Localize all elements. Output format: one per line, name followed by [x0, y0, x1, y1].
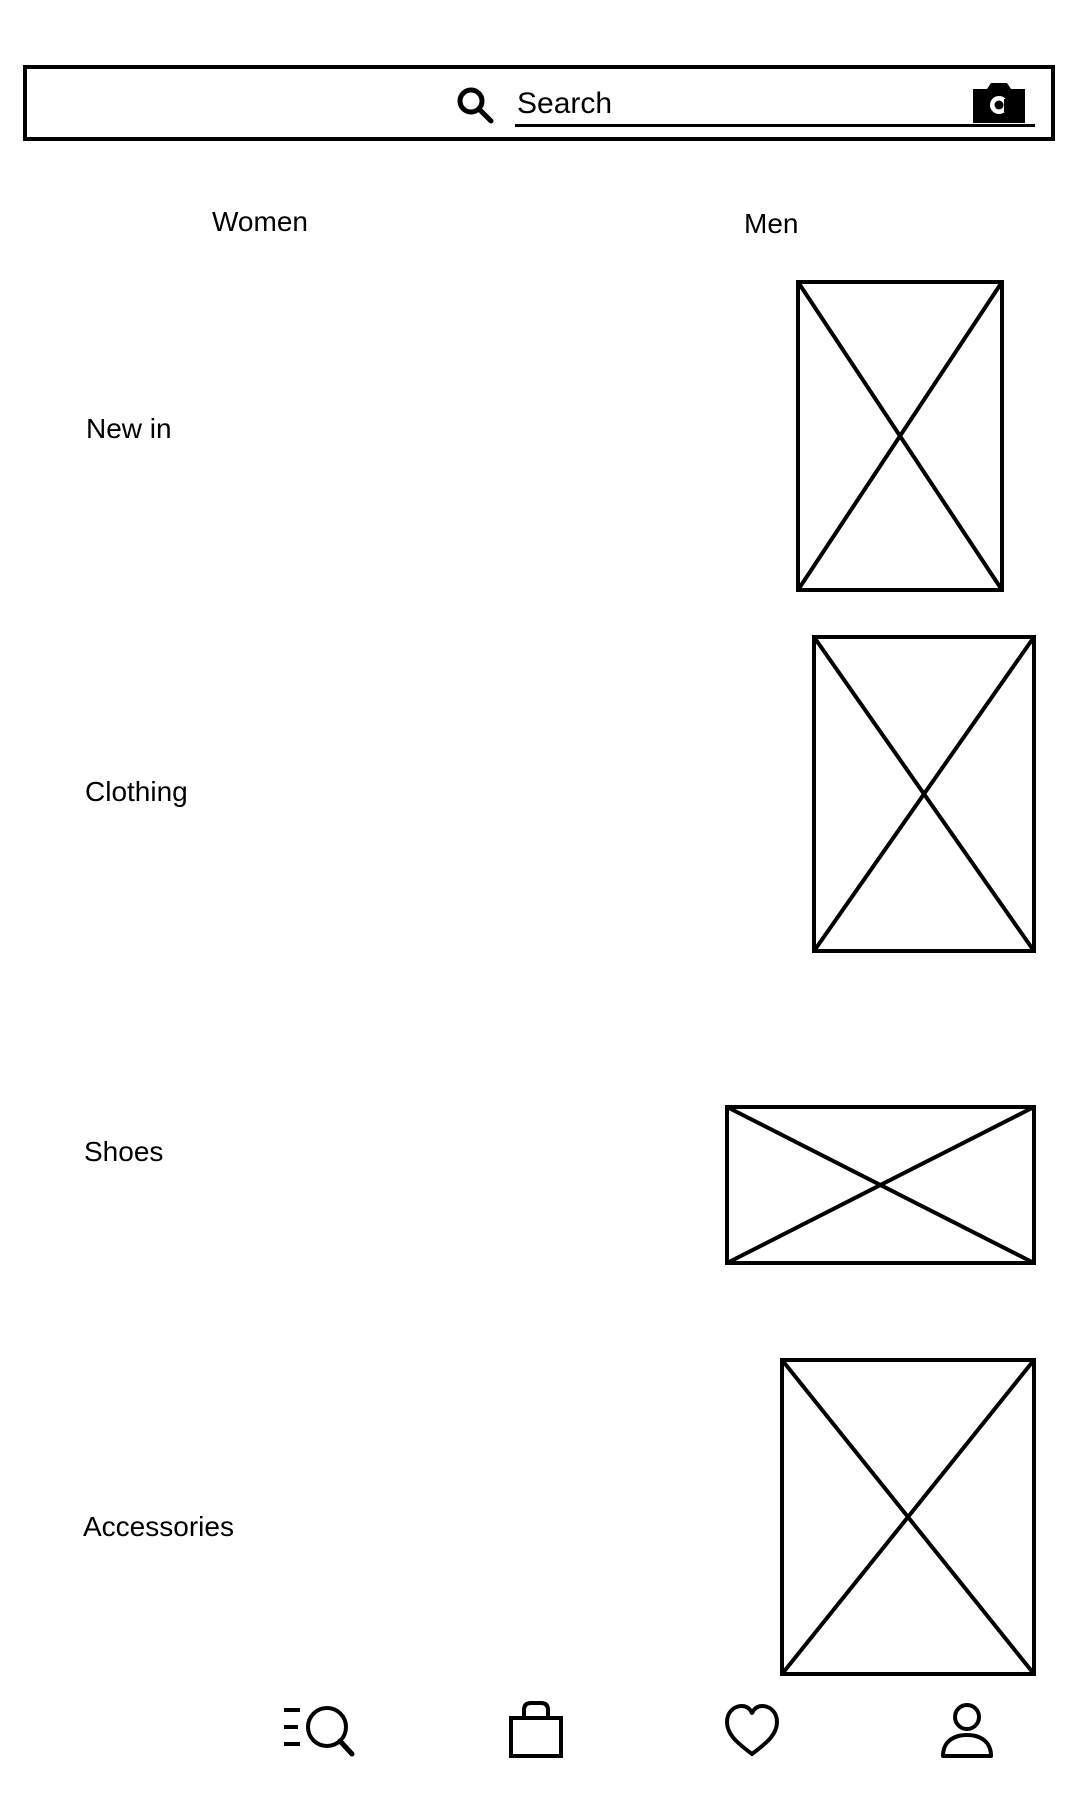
category-label: New in	[86, 413, 172, 444]
category-label: Shoes	[84, 1136, 164, 1167]
search-bar	[23, 65, 1055, 141]
search-icon[interactable]	[455, 85, 495, 125]
image-placeholder	[796, 280, 1004, 592]
bag-icon[interactable]	[494, 1700, 578, 1760]
category-label: Accessories	[83, 1511, 234, 1542]
tab-women[interactable]: Women	[212, 206, 308, 237]
bottom-nav	[0, 1690, 1080, 1770]
category-new-in[interactable]: New in	[0, 280, 1080, 595]
image-placeholder	[812, 635, 1036, 953]
browse-search-icon[interactable]	[282, 1700, 366, 1760]
tab-men[interactable]: Men	[744, 208, 799, 239]
category-shoes[interactable]: Shoes	[0, 1105, 1080, 1265]
image-placeholder	[725, 1105, 1036, 1265]
camera-icon[interactable]	[969, 81, 1029, 125]
category-accessories[interactable]: Accessories	[0, 1358, 1080, 1676]
category-clothing[interactable]: Clothing	[0, 635, 1080, 955]
search-input[interactable]	[515, 75, 1035, 127]
image-placeholder	[780, 1358, 1036, 1676]
heart-icon[interactable]	[710, 1700, 794, 1760]
category-label: Clothing	[85, 776, 188, 807]
profile-icon[interactable]	[925, 1700, 1009, 1760]
